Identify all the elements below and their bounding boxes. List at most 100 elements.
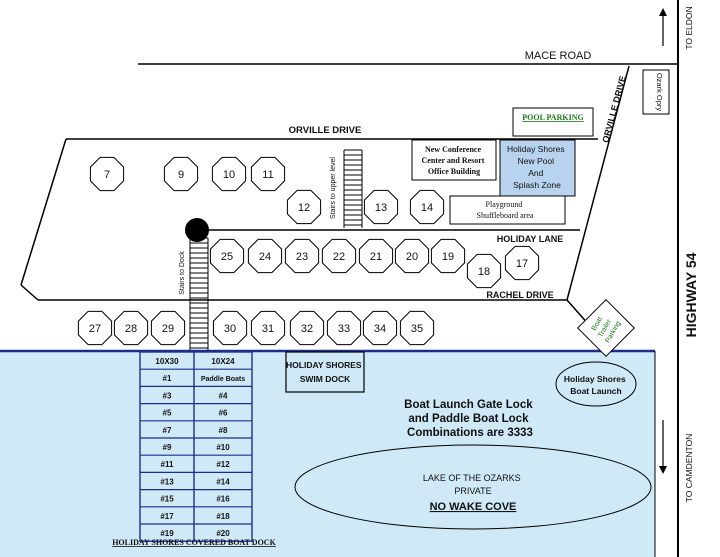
cabin-21 — [358, 238, 394, 274]
pool-parking-box — [512, 107, 594, 137]
dock-slip-9: #9 — [163, 443, 172, 452]
dock-slip-paddle-boats: Paddle Boats — [201, 376, 245, 383]
cabin-12 — [286, 189, 322, 225]
dock-slip-7: #7 — [163, 426, 172, 435]
cabin-18 — [466, 253, 502, 289]
dock-slip-5: #5 — [163, 409, 172, 418]
cabin-label-22: 22 — [333, 251, 345, 263]
holiday-lane-label: HOLIDAY LANE — [497, 234, 564, 244]
ozark-opry-label: Ozark Opry — [655, 73, 664, 112]
swim-dock-box — [285, 351, 365, 393]
dock-header-left: 10X30 — [155, 357, 179, 366]
cabin-label-27: 27 — [89, 323, 101, 335]
west-boundary — [20, 138, 67, 286]
ozark-opry-box — [642, 69, 670, 115]
cabin-label-9: 9 — [178, 169, 184, 181]
dock-slip-10: #10 — [216, 443, 230, 452]
cabin-25 — [209, 238, 245, 274]
cabin-32 — [289, 310, 325, 346]
mace-road-label: MACE ROAD — [525, 50, 592, 62]
cabin-29 — [150, 310, 186, 346]
cabin-23 — [284, 238, 320, 274]
dock-slip-12: #12 — [216, 460, 230, 469]
boat-trailer-parking — [577, 299, 635, 357]
cabin-34 — [362, 310, 398, 346]
dock-slip-16: #16 — [216, 495, 230, 504]
lake-label: LAKE OF THE OZARKS PRIVATE — [423, 473, 523, 496]
orville-drive-east-road — [566, 65, 630, 301]
swim-dock-label: HOLIDAY SHORES SWIM DOCK — [286, 360, 364, 384]
stairs-dock-label: Stairs to Dock — [179, 251, 186, 295]
cabin-17 — [504, 245, 540, 281]
cabin-27 — [77, 310, 113, 346]
cabin-22 — [321, 238, 357, 274]
cabin-label-33: 33 — [338, 323, 350, 335]
dock-slip-18: #18 — [216, 512, 230, 521]
dock-slip-4: #4 — [219, 391, 228, 400]
cabin-label-13: 13 — [375, 202, 387, 214]
cabin-label-25: 25 — [221, 251, 233, 263]
cabin-label-29: 29 — [162, 323, 174, 335]
playground-label: Playground Shuffleboard area — [477, 200, 534, 220]
dock-slip-13: #13 — [160, 477, 174, 486]
dock-slip-14: #14 — [216, 477, 230, 486]
conference-center-label: New Conference Center and Resort Office … — [422, 145, 487, 176]
cabin-28 — [113, 310, 149, 346]
lane-end-marker — [185, 218, 209, 242]
dock-slip-1: #1 — [163, 374, 172, 383]
stairs-upper-level — [343, 149, 363, 228]
cabin-19 — [430, 238, 466, 274]
cabin-label-19: 19 — [442, 251, 454, 263]
to-eldon-label: TO ELDON — [684, 6, 694, 49]
pool-box — [499, 139, 576, 197]
cabin-31 — [250, 310, 286, 346]
cabin-20 — [394, 238, 430, 274]
dock-slip-20: #20 — [216, 529, 230, 538]
orville-drive-east-label: ORVILLE DRIVE — [600, 75, 627, 144]
cabin-13 — [363, 189, 399, 225]
cabin-label-21: 21 — [370, 251, 382, 263]
no-wake-label: NO WAKE COVE — [430, 501, 517, 513]
cabin-label-14: 14 — [421, 202, 433, 214]
dock-slip-15: #15 — [160, 495, 174, 504]
pool-parking-label: POOL PARKING — [522, 113, 583, 122]
dock-slip-11: #11 — [161, 460, 174, 469]
cabin-label-18: 18 — [478, 266, 490, 278]
stairs-upper-label: Stairs to upper level — [330, 157, 337, 219]
no-wake-cove-area — [294, 444, 652, 530]
highway-label: HIGHWAY 54 — [683, 252, 699, 337]
cabin-24 — [247, 238, 283, 274]
cabin-label-24: 24 — [259, 251, 271, 263]
boat-launch-area — [555, 361, 637, 407]
south-arrow-icon — [659, 466, 667, 474]
dock-slip-17: #17 — [160, 512, 174, 521]
north-arrow-icon — [659, 8, 667, 16]
cabin-label-10: 10 — [223, 169, 235, 181]
dock-slip-8: #8 — [219, 426, 228, 435]
boat-launch-label: Holiday Shores Boat Launch — [564, 374, 628, 396]
cabin-label-31: 31 — [262, 323, 274, 335]
cabin-label-7: 7 — [104, 169, 110, 181]
cabin-label-32: 32 — [301, 323, 313, 335]
conference-center-box — [411, 139, 497, 181]
cabin-label-20: 20 — [406, 251, 418, 263]
cabin-9 — [163, 156, 199, 192]
west-corner — [20, 284, 39, 301]
cabin-30 — [212, 310, 248, 346]
cabin-label-23: 23 — [296, 251, 308, 263]
cabin-33 — [326, 310, 362, 346]
cabin-7 — [89, 156, 125, 192]
stairs-to-dock — [189, 237, 209, 350]
to-camdenton-label: TO CAMDENTON — [684, 434, 694, 503]
cabin-label-12: 12 — [298, 202, 310, 214]
cabin-10 — [211, 156, 247, 192]
rachel-drive-label: RACHEL DRIVE — [486, 290, 553, 300]
orville-drive-label: ORVILLE DRIVE — [289, 125, 362, 136]
cabin-label-35: 35 — [411, 323, 423, 335]
dock-slip-19: #19 — [160, 529, 174, 538]
cabin-14 — [409, 189, 445, 225]
cabin-11 — [250, 156, 286, 192]
cabin-label-11: 11 — [262, 169, 273, 181]
